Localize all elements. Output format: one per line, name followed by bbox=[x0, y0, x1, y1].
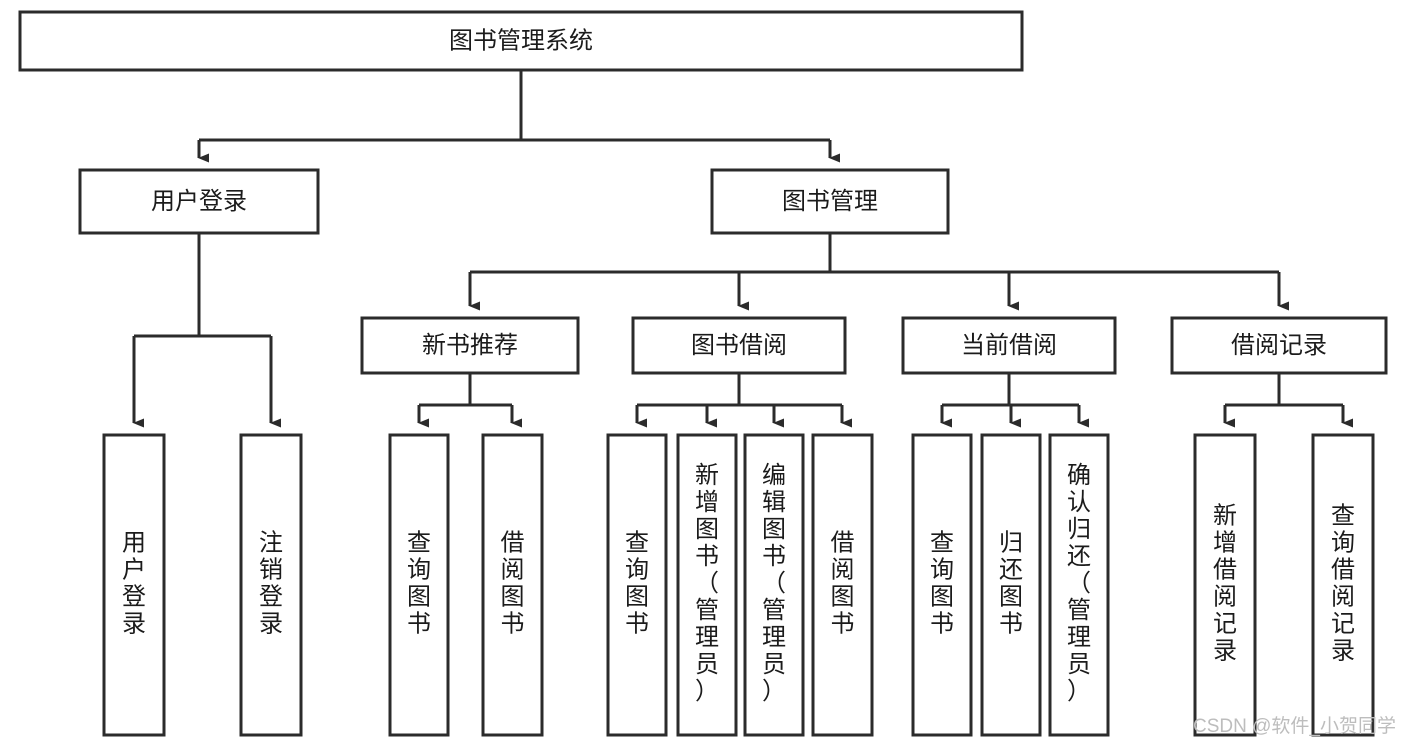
node-label-new-book-rec: 新书推荐 bbox=[422, 332, 518, 359]
node-box-leaf-query-record[interactable] bbox=[1311, 433, 1375, 737]
node-leaf-add-book[interactable]: 新增图书（管理员） bbox=[676, 433, 738, 737]
node-label-leaf-query-book-1: 查询图书 bbox=[407, 530, 431, 638]
node-label-leaf-borrow-book-1: 借阅图书 bbox=[501, 530, 525, 638]
node-layer: 图书管理系统用户登录图书管理新书推荐图书借阅当前借阅借阅记录用户登录注销登录查询… bbox=[18, 10, 1388, 737]
node-box-leaf-return-book[interactable] bbox=[980, 433, 1042, 737]
node-label-leaf-query-book-2: 查询图书 bbox=[625, 530, 649, 638]
node-box-borrow-record[interactable] bbox=[1170, 316, 1388, 375]
connector-bookmanage-to-level3 bbox=[468, 233, 1289, 311]
connector-bookborrow-to-leaves bbox=[635, 373, 852, 428]
connector-root-to-level2 bbox=[197, 70, 840, 163]
node-label-root: 图书管理系统 bbox=[449, 27, 593, 54]
node-box-leaf-borrow-book-2[interactable] bbox=[811, 433, 874, 737]
node-box-root[interactable] bbox=[18, 10, 1024, 72]
node-new-book-rec[interactable]: 新书推荐 bbox=[360, 316, 580, 375]
node-leaf-logout[interactable]: 注销登录 bbox=[239, 433, 303, 737]
node-current-borrow[interactable]: 当前借阅 bbox=[901, 316, 1117, 375]
node-leaf-query-book-1[interactable]: 查询图书 bbox=[388, 433, 450, 737]
node-label-leaf-user-login: 用户登录 bbox=[122, 530, 146, 638]
node-box-leaf-query-book-1[interactable] bbox=[388, 433, 450, 737]
node-leaf-add-record[interactable]: 新增借阅记录 bbox=[1193, 433, 1257, 737]
node-box-book-manage[interactable] bbox=[710, 168, 950, 235]
node-leaf-edit-book[interactable]: 编辑图书（管理员） bbox=[743, 433, 805, 737]
node-box-leaf-add-record[interactable] bbox=[1193, 433, 1257, 737]
node-leaf-return-book[interactable]: 归还图书 bbox=[980, 433, 1042, 737]
node-leaf-borrow-book-2[interactable]: 借阅图书 bbox=[811, 433, 874, 737]
node-leaf-confirm-return[interactable]: 确认归还（管理员） bbox=[1048, 433, 1110, 737]
node-box-leaf-borrow-book-1[interactable] bbox=[481, 433, 544, 737]
node-leaf-query-book-2[interactable]: 查询图书 bbox=[606, 433, 668, 737]
node-label-leaf-edit-book: 编辑图书（管理员） bbox=[762, 462, 786, 705]
node-leaf-user-login[interactable]: 用户登录 bbox=[102, 433, 166, 737]
node-label-user-login: 用户登录 bbox=[151, 188, 247, 215]
node-label-leaf-borrow-book-2: 借阅图书 bbox=[831, 530, 855, 638]
node-box-leaf-edit-book[interactable] bbox=[743, 433, 805, 737]
connector-currentborrow-to-leaves bbox=[940, 373, 1089, 428]
node-box-leaf-confirm-return[interactable] bbox=[1048, 433, 1110, 737]
node-label-leaf-query-book-3: 查询图书 bbox=[930, 530, 954, 638]
connector-userlogin-to-leaves bbox=[132, 233, 281, 428]
node-label-borrow-record: 借阅记录 bbox=[1231, 332, 1327, 359]
node-user-login[interactable]: 用户登录 bbox=[78, 168, 320, 235]
node-box-leaf-logout[interactable] bbox=[239, 433, 303, 737]
node-label-leaf-add-book: 新增图书（管理员） bbox=[695, 462, 719, 705]
node-book-borrow[interactable]: 图书借阅 bbox=[631, 316, 847, 375]
node-box-new-book-rec[interactable] bbox=[360, 316, 580, 375]
csdn-watermark: CSDN @软件_小贺同学 bbox=[1193, 715, 1396, 737]
connector-layer bbox=[132, 70, 1353, 428]
node-label-leaf-logout: 注销登录 bbox=[259, 530, 283, 638]
node-box-leaf-query-book-2[interactable] bbox=[606, 433, 668, 737]
node-box-leaf-user-login[interactable] bbox=[102, 433, 166, 737]
node-box-leaf-query-book-3[interactable] bbox=[911, 433, 973, 737]
node-label-book-manage: 图书管理 bbox=[782, 188, 878, 215]
node-root[interactable]: 图书管理系统 bbox=[18, 10, 1024, 72]
node-box-user-login[interactable] bbox=[78, 168, 320, 235]
node-box-current-borrow[interactable] bbox=[901, 316, 1117, 375]
node-label-current-borrow: 当前借阅 bbox=[961, 332, 1057, 359]
node-label-leaf-return-book: 归还图书 bbox=[999, 530, 1023, 638]
node-label-leaf-confirm-return: 确认归还（管理员） bbox=[1067, 462, 1091, 705]
connector-borrowrecord-to-leaves bbox=[1223, 373, 1353, 428]
node-label-leaf-add-record: 新增借阅记录 bbox=[1213, 503, 1237, 665]
node-box-leaf-add-book[interactable] bbox=[676, 433, 738, 737]
node-leaf-query-book-3[interactable]: 查询图书 bbox=[911, 433, 973, 737]
node-leaf-query-record[interactable]: 查询借阅记录 bbox=[1311, 433, 1375, 737]
node-borrow-record[interactable]: 借阅记录 bbox=[1170, 316, 1388, 375]
connector-newbook-to-leaves bbox=[417, 373, 522, 428]
node-label-leaf-query-record: 查询借阅记录 bbox=[1331, 503, 1355, 665]
node-box-book-borrow[interactable] bbox=[631, 316, 847, 375]
node-leaf-borrow-book-1[interactable]: 借阅图书 bbox=[481, 433, 544, 737]
node-label-book-borrow: 图书借阅 bbox=[691, 332, 787, 359]
node-book-manage[interactable]: 图书管理 bbox=[710, 168, 950, 235]
